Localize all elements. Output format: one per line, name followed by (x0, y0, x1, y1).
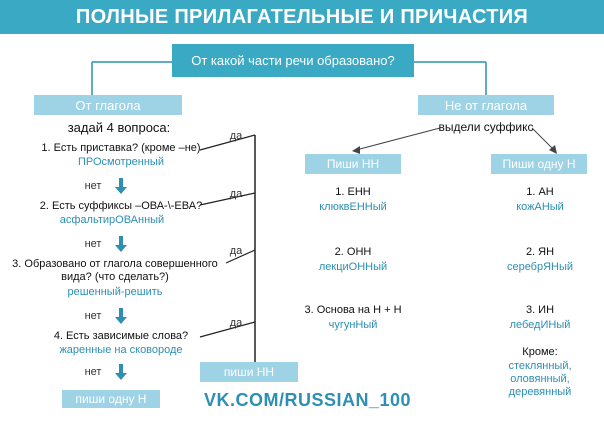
arrow-to-nn (355, 127, 441, 151)
yes-line-2 (199, 192, 256, 206)
exception-word-2: оловянный, (510, 373, 570, 385)
nn-rule-2: 2. ОНН (334, 246, 372, 258)
yes-line-1 (199, 134, 256, 151)
down-arrow-2 (119, 236, 123, 245)
yes-label-3: да (229, 245, 243, 257)
exception-word-3: деревянный (508, 386, 572, 398)
exception-word-1: стеклянный, (508, 360, 572, 372)
four-questions-label: задай 4 вопроса: (67, 120, 171, 135)
n-example-3: лебедИНый (509, 319, 571, 331)
yes-label-4: да (229, 317, 243, 329)
down-arrow-1 (119, 178, 123, 187)
question-2: 2. Есть суффиксы –ОВА-\-ЕВА? (39, 200, 203, 212)
page-title: ПОЛНЫЕ ПРИЛАГАТЕЛЬНЫЕ И ПРИЧАСТИЯ (0, 0, 604, 34)
exception-label: Кроме: (522, 346, 558, 358)
n-example-1: кожАНый (516, 201, 564, 213)
n-rule-2: 2. ЯН (525, 246, 555, 258)
down-arrowhead-3 (115, 317, 127, 324)
select-suffix-label: выдели суффикс (438, 120, 534, 134)
question-3-line-2: вида? (что сделать?) (61, 271, 169, 283)
question-4: 4. Есть зависимые слова? (53, 330, 189, 342)
down-arrow-4 (119, 364, 123, 373)
nn-example-1: клюквЕННый (319, 201, 387, 213)
n-rule-1: 1. АН (526, 186, 554, 198)
write-nn-box: Пиши НН (305, 154, 401, 174)
question-1: 1. Есть приставка? (кроме –не) (41, 142, 201, 154)
write-single-n-box: пиши одну Н (62, 390, 160, 408)
nn-example-2: лекциОННый (318, 261, 388, 273)
down-arrowhead-2 (115, 245, 127, 252)
yes-label-1: да (229, 130, 243, 142)
down-arrow-3 (119, 308, 123, 317)
arrow-to-n (531, 127, 555, 151)
yes-line-4 (199, 321, 256, 338)
main-question-box: От какой части речи образовано? (172, 44, 414, 77)
nn-rule-1: 1. ЕНН (335, 186, 371, 198)
no-label-4: нет (84, 366, 102, 378)
not-from-verb-box: Не от глагола (418, 95, 554, 115)
question-4-example: жаренные на сковороде (59, 344, 183, 356)
no-label-2: нет (84, 238, 102, 250)
vk-link[interactable]: VK.COM/RUSSIAN_100 (204, 390, 412, 410)
yes-line-3 (225, 249, 256, 264)
no-label-3: нет (84, 310, 102, 322)
nn-rule-3: 3. Основа на Н + Н (304, 304, 402, 316)
question-2-example: асфальтирОВАнный (59, 214, 165, 226)
down-arrowhead-1 (115, 187, 127, 194)
n-rule-3: 3. ИН (525, 304, 555, 316)
question-1-example: ПРОсмотренный (78, 156, 164, 168)
write-one-n-box: Пиши одну Н (491, 154, 587, 174)
write-double-n-box: пиши НН (200, 362, 298, 382)
question-3-line-1: 3. Образовано от глагола совершенного (12, 258, 218, 270)
question-3-example: решенный-решить (67, 286, 163, 298)
down-arrowhead-4 (115, 373, 127, 380)
from-verb-box: От глагола (34, 95, 182, 115)
yes-label-2: да (229, 188, 243, 200)
nn-example-3: чугунНый (328, 319, 378, 331)
no-label-1: нет (84, 180, 102, 192)
n-example-2: серебрЯНый (506, 261, 574, 273)
